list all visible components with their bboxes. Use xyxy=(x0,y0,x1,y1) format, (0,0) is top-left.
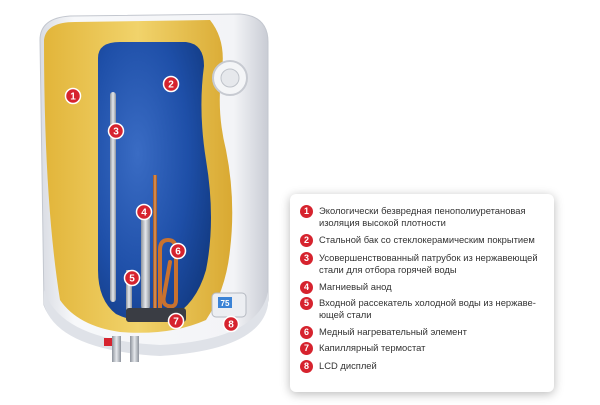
marker-group: 1 2 3 4 5 6 7 8 xyxy=(64,75,240,333)
legend-item-1: 1 Экологически безвредная пенополиуретано… xyxy=(300,205,550,228)
bottom-cap xyxy=(44,290,268,356)
marker-circle xyxy=(64,87,82,105)
outlet-pipe-right xyxy=(130,336,139,362)
legend-text: Магниевый анод xyxy=(319,281,392,292)
legend-text: Усовершенствованный патрубок из нержавею… xyxy=(319,252,538,275)
marker-3: 3 xyxy=(107,122,125,140)
legend-text: Медный нагревательный элемент xyxy=(319,326,467,337)
copper-heating-coil xyxy=(158,237,178,314)
legend-text: Экологически безвредная пенополиуретанов… xyxy=(319,205,526,228)
marker-circle xyxy=(162,75,180,93)
marker-6: 6 xyxy=(169,242,187,260)
legend-item-3: 3 Усовершенствованный патрубок из нержаве… xyxy=(300,252,550,275)
legend-text: Входной рассекатель холодной воды из нер… xyxy=(319,297,536,320)
lcd-readout: 75 xyxy=(221,299,230,308)
legend-number: 1 xyxy=(300,205,313,218)
marker-circle xyxy=(222,315,240,333)
legend-item-5: 5 Входной рассекатель холодной воды из не… xyxy=(300,297,550,320)
legend-panel: 1 Экологически безвредная пенополиуретано… xyxy=(290,194,554,392)
outlet-pipe-left xyxy=(112,336,121,362)
marker-5: 5 xyxy=(123,269,141,287)
legend-item-4: 4 Магниевый анод xyxy=(300,281,550,294)
marker-8: 8 xyxy=(222,315,240,333)
marker-number: 2 xyxy=(168,80,174,91)
marker-number: 4 xyxy=(141,208,147,219)
red-valve xyxy=(104,338,112,346)
marker-circle xyxy=(167,312,185,330)
legend-text: Капиллярный термостат xyxy=(319,342,426,353)
legend-number: 8 xyxy=(300,360,313,373)
marker-number: 5 xyxy=(129,274,135,285)
legend-item-8: 8 LCD дисплей xyxy=(300,360,550,373)
copper-element-rod xyxy=(153,175,157,315)
legend-text: Стальной бак со стеклокерамическим покры… xyxy=(319,234,535,245)
legend-number: 2 xyxy=(300,234,313,247)
marker-circle xyxy=(169,242,187,260)
marker-number: 7 xyxy=(173,317,179,328)
cold-water-diffuser xyxy=(126,270,132,310)
legend-number: 6 xyxy=(300,326,313,339)
lcd-screen xyxy=(218,297,232,308)
marker-4: 4 xyxy=(135,203,153,221)
marker-number: 3 xyxy=(113,127,119,138)
marker-circle xyxy=(135,203,153,221)
dial-center xyxy=(220,68,240,88)
legend-number: 3 xyxy=(300,252,313,265)
legend-item-6: 6 Медный нагревательный элемент xyxy=(300,326,550,339)
legend-text: LCD дисплей xyxy=(319,360,377,371)
marker-number: 6 xyxy=(175,247,181,258)
marker-1: 1 xyxy=(64,87,82,105)
legend-item-2: 2 Стальной бак со стеклокерамическим покр… xyxy=(300,234,550,247)
legend-number: 4 xyxy=(300,281,313,294)
marker-circle xyxy=(123,269,141,287)
marker-2: 2 xyxy=(162,75,180,93)
marker-number: 8 xyxy=(228,320,234,331)
legend-number: 7 xyxy=(300,342,313,355)
marker-circle xyxy=(107,122,125,140)
marker-number: 1 xyxy=(70,92,76,103)
hot-water-pipe xyxy=(110,92,116,302)
legend-item-7: 7 Капиллярный термостат xyxy=(300,342,550,355)
legend-number: 5 xyxy=(300,297,313,310)
marker-7: 7 xyxy=(167,312,185,330)
magnesium-anode xyxy=(141,205,150,310)
